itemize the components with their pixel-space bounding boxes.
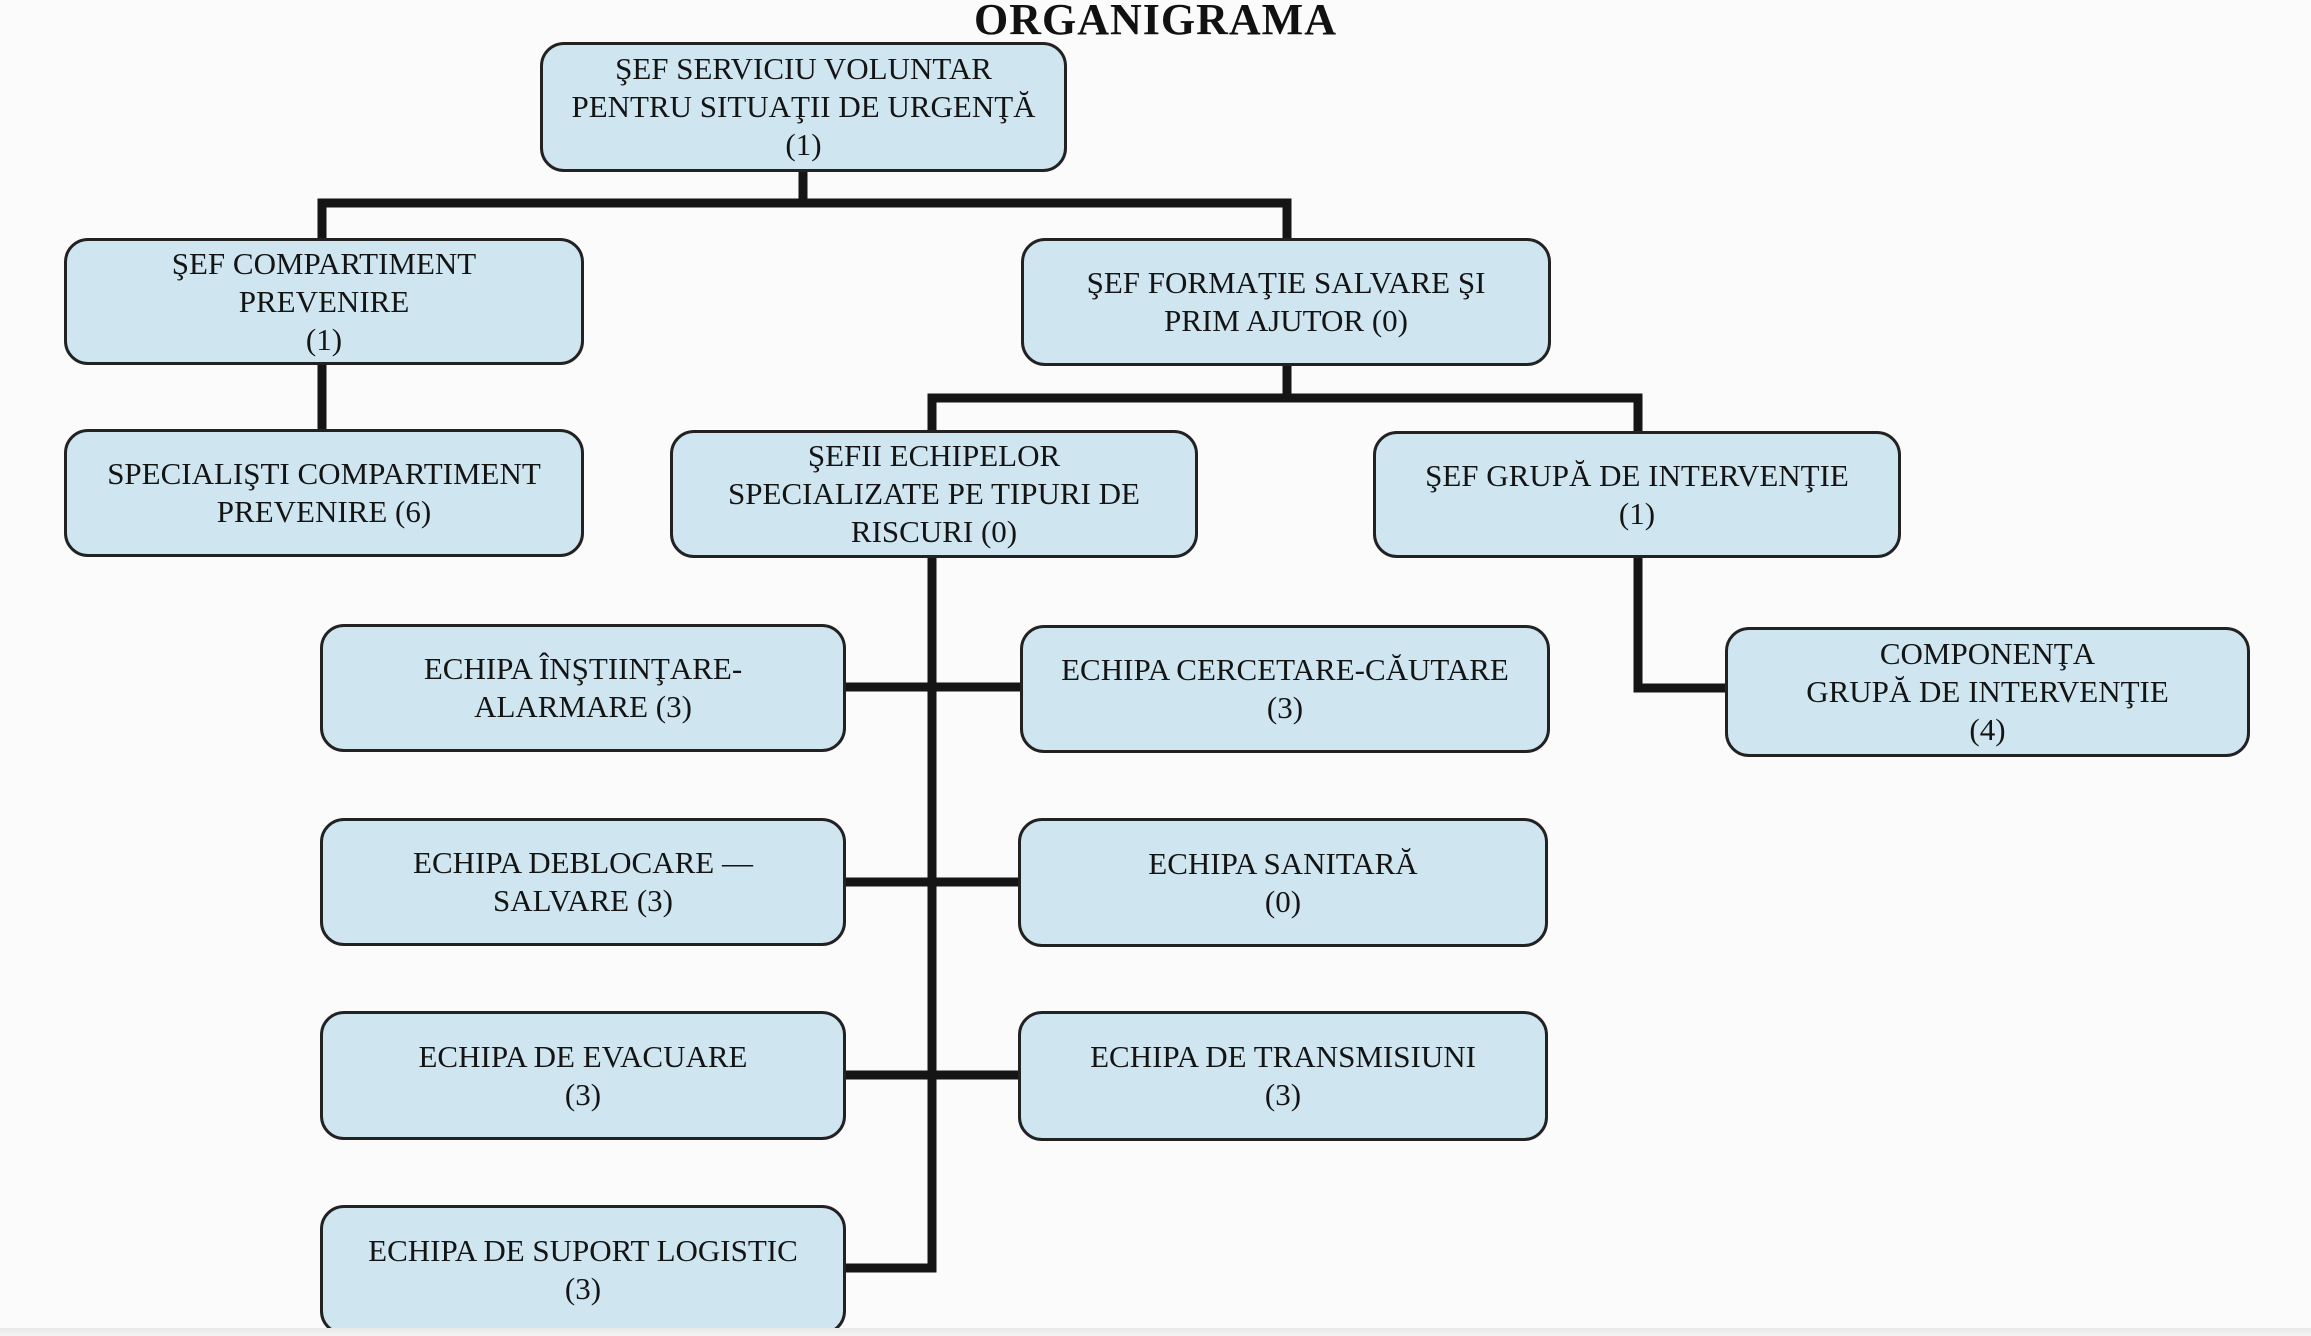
intervention-group-node: COMPONENŢA GRUPĂ DE INTERVENŢIE (4) — [1725, 627, 2250, 757]
team-transmission-node: ECHIPA DE TRANSMISIUNI (3) — [1018, 1011, 1548, 1141]
team-logistics-node: ECHIPA DE SUPORT LOGISTIC (3) — [320, 1205, 846, 1335]
team-unblock-node: ECHIPA DEBLOCARE — SALVARE (3) — [320, 818, 846, 946]
team-medical-node: ECHIPA SANITARĂ (0) — [1018, 818, 1548, 947]
team-chiefs-node: ŞEFII ECHIPELOR SPECIALIZATE PE TIPURI D… — [670, 430, 1198, 558]
scan-edge — [0, 1328, 2311, 1336]
prevention-specialists-node: SPECIALIŞTI COMPARTIMENT PREVENIRE (6) — [64, 429, 584, 557]
chart-title: ORGANIGRAMA — [974, 0, 1337, 44]
intervention-chief-node: ŞEF GRUPĂ DE INTERVENŢIE (1) — [1373, 431, 1901, 558]
head-node: ŞEF SERVICIU VOLUNTAR PENTRU SITUAŢII DE… — [540, 42, 1067, 172]
rescue-chief-node: ŞEF FORMAŢIE SALVARE ŞI PRIM AJUTOR (0) — [1021, 238, 1551, 366]
team-alert-node: ECHIPA ÎNŞTIINŢARE- ALARMARE (3) — [320, 624, 846, 752]
team-search-node: ECHIPA CERCETARE-CĂUTARE (3) — [1020, 625, 1550, 753]
team-evacuation-node: ECHIPA DE EVACUARE (3) — [320, 1011, 846, 1140]
prevention-chief-node: ŞEF COMPARTIMENT PREVENIRE (1) — [64, 238, 584, 365]
